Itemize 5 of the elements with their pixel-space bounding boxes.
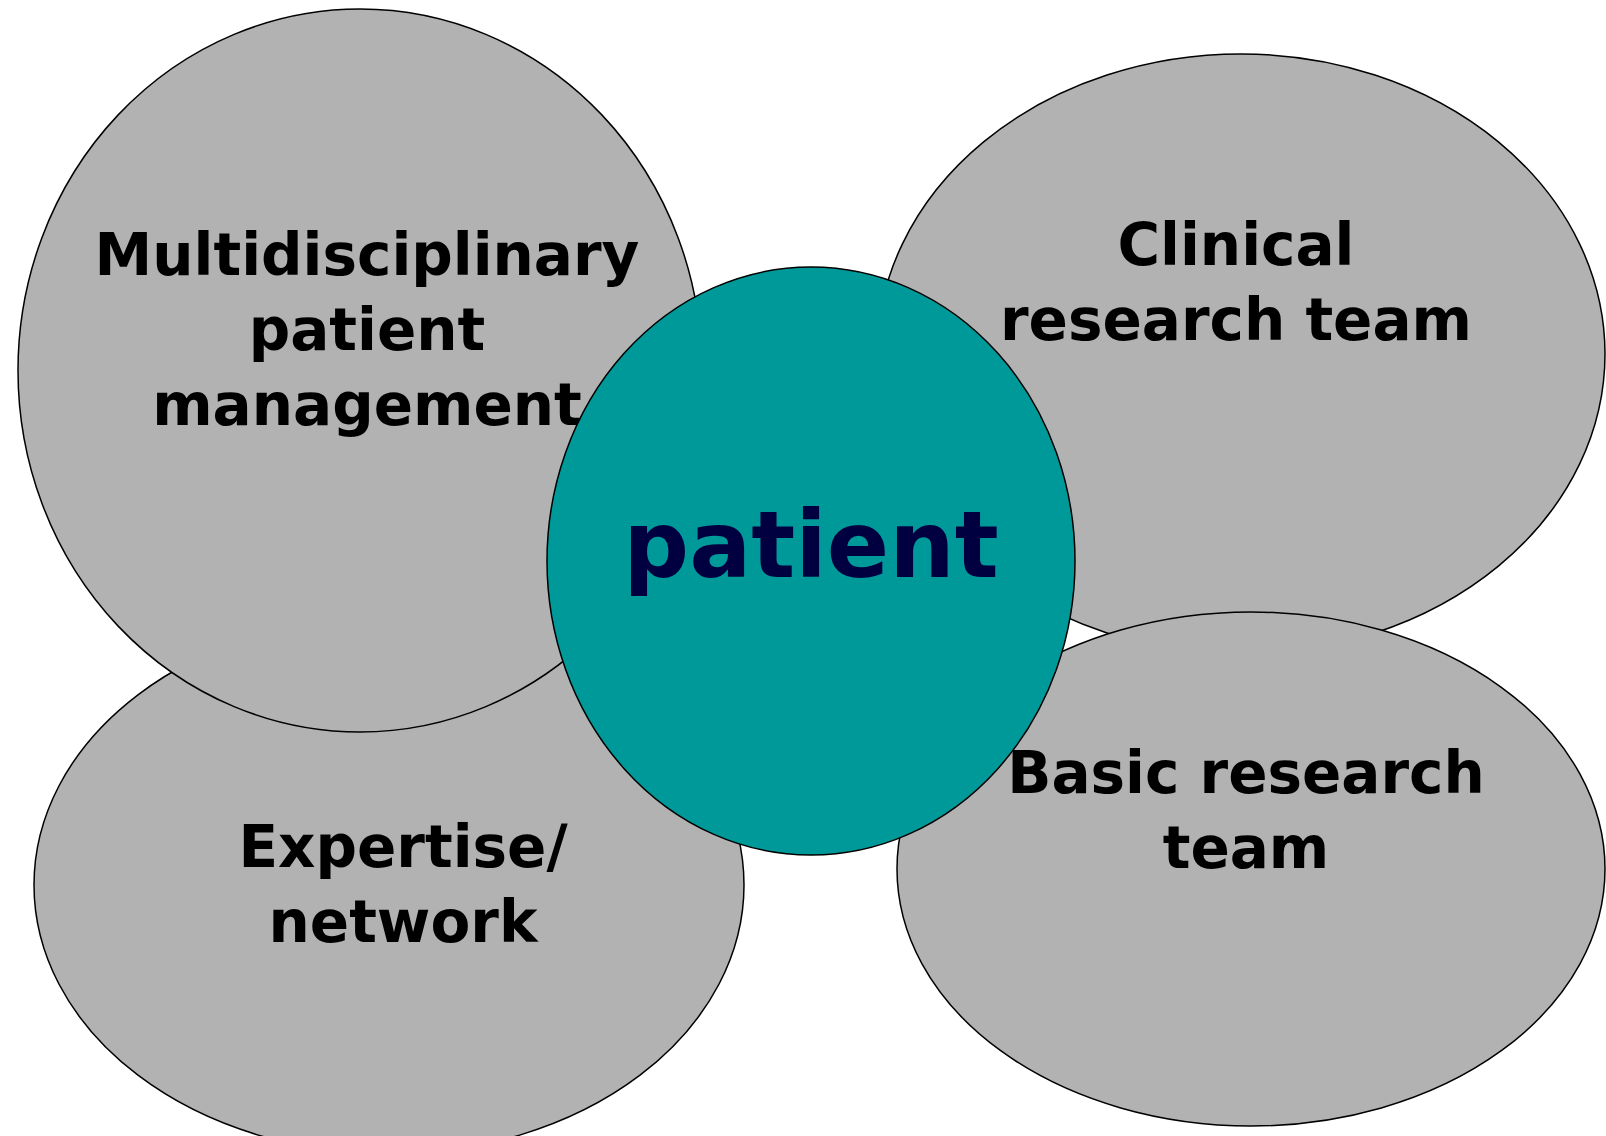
node-label: Basic research team (1006, 738, 1486, 884)
node-label: Clinical research team (998, 210, 1473, 356)
node-label: Expertise/ network (237, 812, 569, 958)
node-label: patient (622, 491, 1000, 601)
node-label: Multidisciplinary patient management (93, 220, 641, 441)
